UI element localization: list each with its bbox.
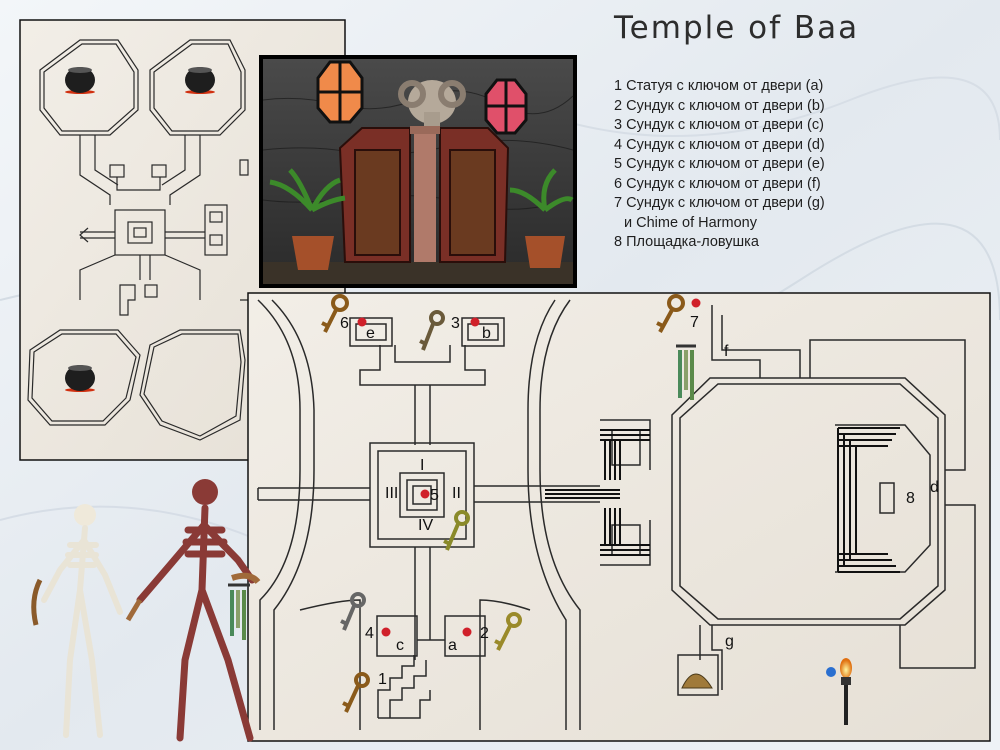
temple-scene-image (259, 55, 577, 288)
map-title: Temple of Baa (614, 10, 860, 46)
label-number-2: 2 (480, 625, 489, 642)
label-door-c: c (396, 637, 404, 654)
map-legend: 1 Статуя с ключом от двери (a) 2 Сундук … (614, 77, 825, 253)
bridge-stairs (545, 429, 650, 556)
label-number-3: 3 (451, 315, 460, 332)
chime-icon (676, 344, 696, 400)
chime-icon (228, 583, 250, 640)
label-door-d: d (930, 479, 939, 496)
label-door-g: g (725, 633, 734, 650)
altar-steps (837, 427, 900, 573)
skeleton-weapon (231, 572, 261, 585)
label-roman-3: III (385, 485, 398, 502)
torch-icon (840, 658, 852, 725)
key-icon (340, 592, 366, 631)
label-number-5: 5 (430, 487, 439, 504)
main-temple-map (247, 292, 991, 742)
key-icon (342, 672, 370, 713)
legend-item-4: 4 Сундук с ключом от двери (d) (614, 136, 825, 153)
legend-item-1: 1 Статуя с ключом от двери (a) (614, 78, 824, 94)
stained-window-left (316, 60, 364, 124)
label-number-8: 8 (906, 490, 915, 507)
label-roman-1: I (420, 457, 424, 474)
stained-window-right (484, 78, 528, 135)
key-icon (494, 612, 522, 651)
treasure-pile-icon (681, 673, 713, 689)
cauldron-icon (65, 67, 95, 94)
key-icon (443, 510, 470, 551)
marker-red (357, 298, 701, 637)
label-door-a: a (448, 637, 457, 654)
potted-plant-left (269, 168, 346, 270)
skeleton-icon (136, 479, 256, 742)
key-icon (419, 310, 445, 351)
label-number-4: 4 (365, 625, 374, 642)
label-door-e: e (366, 325, 375, 342)
skeleton-weapon (125, 598, 143, 622)
label-number-6: 6 (340, 315, 349, 332)
key-icon (656, 294, 685, 333)
label-number-7: 7 (690, 314, 699, 331)
legend-item-7: 7 Сундук с ключом от двери (g) (614, 195, 825, 211)
legend-item-6: 6 Сундук с ключом от двери (f) (614, 175, 821, 192)
cauldron-icon (65, 365, 95, 392)
legend-item-7-continued: и Chime of Harmony (624, 214, 757, 231)
potted-plant-right (509, 168, 574, 268)
key-icon (321, 294, 349, 333)
legend-item-5: 5 Сундук с ключом от двери (e) (614, 156, 825, 172)
marker-blue (826, 667, 836, 677)
ram-statue-icon (398, 80, 466, 128)
skeleton-weapon (31, 578, 43, 626)
label-number-1: 1 (378, 671, 387, 688)
label-door-f: f (724, 343, 729, 360)
skeleton-icon (41, 504, 123, 738)
legend-item-3: 3 Сундук с ключом от двери (c) (614, 117, 824, 133)
label-roman-2: II (452, 485, 461, 502)
temple-doors (338, 126, 510, 263)
legend-item-2: 2 Сундук с ключом от двери (b) (614, 97, 825, 114)
cauldron-icon (185, 67, 215, 94)
label-door-b: b (482, 325, 491, 342)
label-roman-4: IV (418, 517, 433, 534)
legend-item-8: 8 Площадка-ловушка (614, 234, 759, 250)
